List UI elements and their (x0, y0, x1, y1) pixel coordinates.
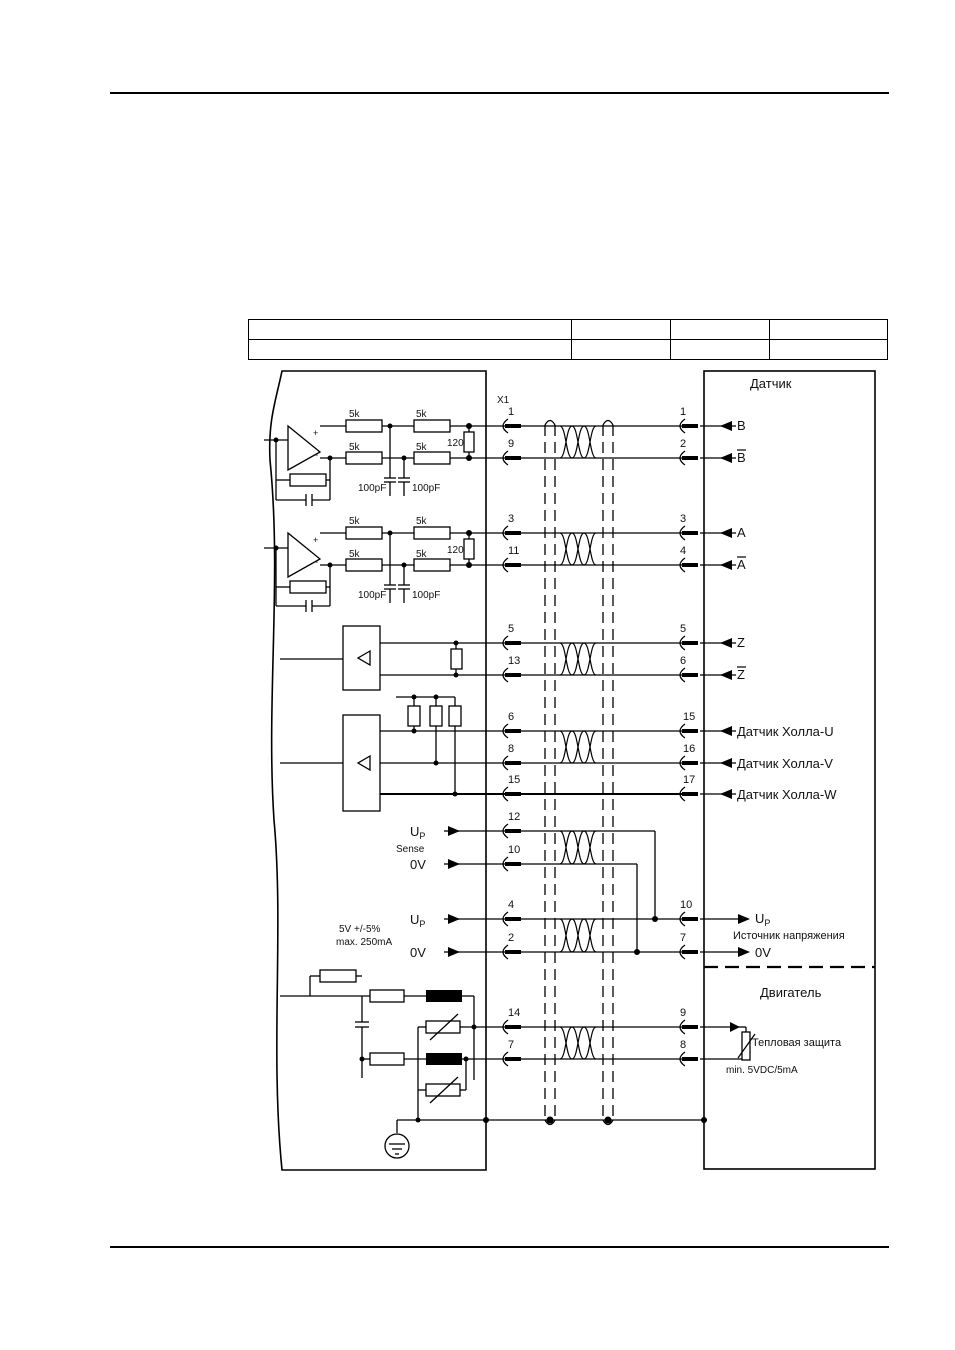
earth-symbol (384, 1133, 410, 1159)
svg-text:15: 15 (508, 774, 520, 786)
svg-text:100pF: 100pF (412, 483, 440, 494)
connector-pins (273, 421, 750, 1124)
svg-text:Датчик Холла-W: Датчик Холла-W (737, 787, 837, 802)
svg-text:5k: 5k (416, 442, 428, 453)
svg-text:12: 12 (508, 811, 520, 823)
svg-text:6: 6 (680, 655, 686, 667)
sensor-box (703, 370, 876, 1170)
svg-text:16: 16 (683, 743, 695, 755)
svg-text:A: A (737, 557, 746, 572)
svg-text:B: B (737, 450, 746, 465)
svg-text:Z: Z (737, 667, 745, 682)
svg-text:100pF: 100pF (412, 590, 440, 601)
receiver-hall (342, 714, 381, 812)
svg-text:9: 9 (680, 1007, 686, 1019)
svg-text:7: 7 (680, 932, 686, 944)
svg-text:13: 13 (508, 655, 520, 667)
svg-text:9: 9 (508, 438, 514, 450)
svg-text:Sense: Sense (396, 844, 425, 855)
svg-text:5k: 5k (349, 549, 361, 560)
svg-text:120: 120 (447, 438, 464, 449)
svg-text:0V: 0V (410, 857, 426, 872)
motor-title: Двигатель (760, 985, 822, 1000)
svg-text:+: + (313, 535, 318, 545)
pin-number: 1 (508, 406, 514, 418)
table-row (248, 339, 888, 360)
svg-text:+: + (313, 428, 318, 438)
top-rule (110, 92, 889, 94)
svg-text:14: 14 (508, 1007, 520, 1019)
svg-text:6: 6 (508, 711, 514, 723)
svg-text:2: 2 (680, 438, 686, 450)
svg-text:15: 15 (683, 711, 695, 723)
svg-text:11: 11 (508, 545, 519, 557)
svg-text:A: A (737, 525, 746, 540)
svg-text:max. 250mA: max. 250mA (336, 937, 392, 948)
svg-text:−: − (313, 557, 318, 567)
bottom-rule (110, 1246, 889, 1248)
table-cell (769, 339, 888, 360)
svg-text:−: − (313, 450, 318, 460)
ferrite-choke (426, 990, 462, 1002)
svg-text:4: 4 (508, 899, 514, 911)
svg-text:0V: 0V (755, 945, 771, 960)
svg-text:10: 10 (680, 899, 692, 911)
svg-text:5k: 5k (416, 409, 428, 420)
up-supply-label: UP (410, 912, 425, 929)
svg-text:5k: 5k (416, 549, 428, 560)
header-table (248, 319, 888, 360)
svg-text:5k: 5k (349, 442, 361, 453)
svg-text:100pF: 100pF (358, 590, 386, 601)
connector-plugs-right (679, 418, 686, 1067)
receiver-z (342, 625, 381, 691)
svg-text:4: 4 (680, 545, 686, 557)
svg-text:1: 1 (680, 406, 686, 418)
svg-text:Источник напряжения: Источник напряжения (733, 930, 845, 942)
svg-text:8: 8 (680, 1039, 686, 1051)
sensor-title: Датчик (750, 376, 792, 391)
svg-text:Тепловая защита: Тепловая защита (752, 1037, 842, 1049)
twisted-pair (559, 425, 597, 1060)
svg-text:5k: 5k (349, 516, 361, 527)
signal-label: B (737, 418, 746, 433)
resistor (345, 419, 383, 433)
table-row (248, 319, 888, 340)
svg-text:7: 7 (508, 1039, 514, 1051)
svg-text:3: 3 (508, 513, 514, 525)
svg-text:5k: 5k (416, 516, 428, 527)
svg-text:100pF: 100pF (358, 483, 386, 494)
svg-text:Датчик Холла-V: Датчик Холла-V (737, 756, 833, 771)
svg-text:10: 10 (508, 844, 520, 856)
connector-label: X1 (497, 395, 510, 406)
svg-text:3: 3 (680, 513, 686, 525)
svg-text:5: 5 (680, 623, 686, 635)
svg-text:2: 2 (508, 932, 514, 944)
svg-text:Датчик Холла-U: Датчик Холла-U (737, 724, 834, 739)
svg-text:8: 8 (508, 743, 514, 755)
svg-text:5k: 5k (349, 409, 361, 420)
up-sense-label: UP (410, 824, 425, 841)
svg-text:Z: Z (737, 635, 745, 650)
up-output-label: UP (755, 911, 770, 928)
svg-text:min. 5VDC/5mA: min. 5VDC/5mA (726, 1065, 798, 1076)
svg-text:5V +/-5%: 5V +/-5% (339, 924, 381, 935)
svg-text:5: 5 (508, 623, 514, 635)
svg-text:0V: 0V (410, 945, 426, 960)
svg-text:17: 17 (683, 774, 695, 786)
amplifier-box (268, 370, 487, 1171)
svg-text:120: 120 (447, 545, 464, 556)
